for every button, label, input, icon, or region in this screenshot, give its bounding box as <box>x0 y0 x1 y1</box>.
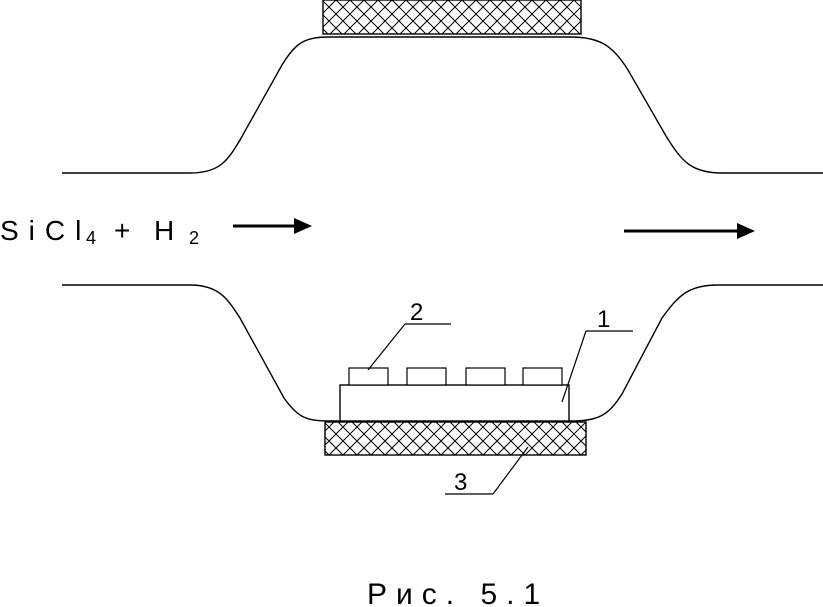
callout-3-leader <box>492 446 529 495</box>
gas-label-subscript-2: 2 <box>189 228 199 248</box>
wafer-1 <box>348 367 389 386</box>
gas-label-subscript-4: 4 <box>86 228 96 248</box>
substrate-plate <box>339 384 570 422</box>
arrow-right-icon <box>233 218 312 234</box>
callout-3-label: 3 <box>454 469 467 496</box>
upper-heater-block <box>322 0 582 35</box>
wafer-2 <box>406 367 447 386</box>
gas-label-plus: + <box>114 215 140 246</box>
gas-label-hydrogen: H <box>154 215 184 246</box>
tube-upper-wall <box>62 36 823 174</box>
lower-heater-block <box>324 421 587 456</box>
callout-1-label: 1 <box>597 306 610 333</box>
gas-label: SiCl <box>0 215 91 246</box>
figure-caption: Рис. 5.1 <box>367 578 549 607</box>
callout-2-label: 2 <box>410 299 423 326</box>
arrow-right-icon <box>624 223 755 239</box>
tube-lower-wall <box>62 284 823 422</box>
wafer-3 <box>465 367 506 386</box>
callout-1-leader <box>561 330 587 403</box>
callout-2-leader <box>367 323 406 371</box>
wafer-4 <box>522 367 563 386</box>
